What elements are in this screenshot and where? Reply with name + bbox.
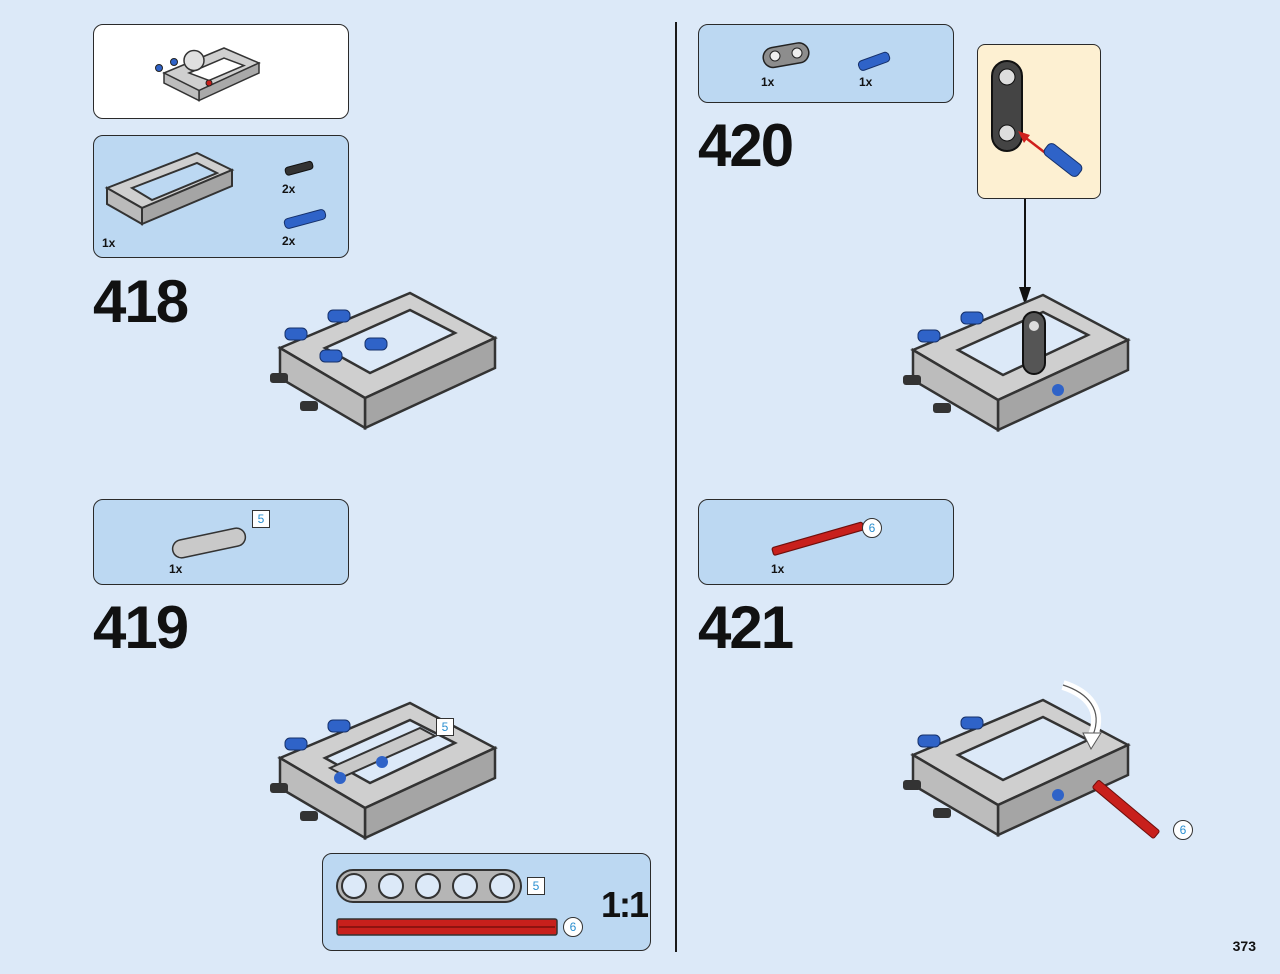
parts-box-420: 1x 1x: [698, 24, 954, 103]
step-number-418: 418: [93, 268, 189, 335]
parts-box-418: 1x 2x 2x: [93, 135, 349, 258]
model-length-callout-6: 6: [1173, 820, 1193, 840]
qty-axle-pin: 1x: [859, 75, 873, 89]
step-number-420: 420: [698, 112, 794, 179]
page-number: 373: [1232, 938, 1256, 954]
step-number-419: 419: [93, 594, 189, 661]
submodel-illustration: [155, 47, 261, 102]
length-indicator-6: 6: [862, 518, 882, 538]
scale-axle-length: 6: [563, 917, 583, 937]
scale-label: 1:1: [601, 884, 649, 925]
qty-beam: 1x: [169, 562, 183, 576]
red-axle-6-icon: [771, 521, 865, 556]
qty-blue-pin: 2x: [282, 234, 296, 248]
black-connector-icon: [284, 160, 314, 176]
step-number-421: 421: [698, 594, 794, 661]
parts-box-421: 6 1x: [698, 499, 954, 585]
submodel-preview-box: [93, 24, 349, 119]
blue-pin-icon: [283, 209, 327, 229]
qty-axle: 1x: [771, 562, 785, 576]
callout-illustration: [991, 60, 1083, 177]
assembly-arrow: [1019, 199, 1031, 305]
blue-axle-pin-icon: [857, 51, 891, 71]
column-divider: [675, 22, 677, 952]
axle-6-scale-icon: [336, 918, 558, 936]
parts-box-419: 5 1x: [93, 499, 349, 585]
model-step-421: [903, 680, 1160, 839]
scale-box: 5 6 1:1: [322, 853, 651, 951]
sub-assembly-callout-420: [977, 44, 1101, 199]
beam-5-scale-icon: [336, 869, 522, 903]
model-step-419: [270, 701, 498, 841]
model-length-callout-5: 5: [436, 718, 454, 736]
model-step-420: [903, 293, 1131, 433]
scale-beam-length: 5: [527, 877, 545, 895]
qty-black-pin: 2x: [282, 182, 296, 196]
model-step-418: [270, 291, 498, 431]
double-pin-beam-icon: [762, 42, 810, 69]
beam-5-icon: [171, 527, 247, 559]
qty-pin-beam: 1x: [761, 75, 775, 89]
qty-frame: 1x: [102, 236, 116, 250]
length-indicator-5: 5: [252, 510, 270, 528]
frame-5x7-icon: [104, 151, 235, 226]
